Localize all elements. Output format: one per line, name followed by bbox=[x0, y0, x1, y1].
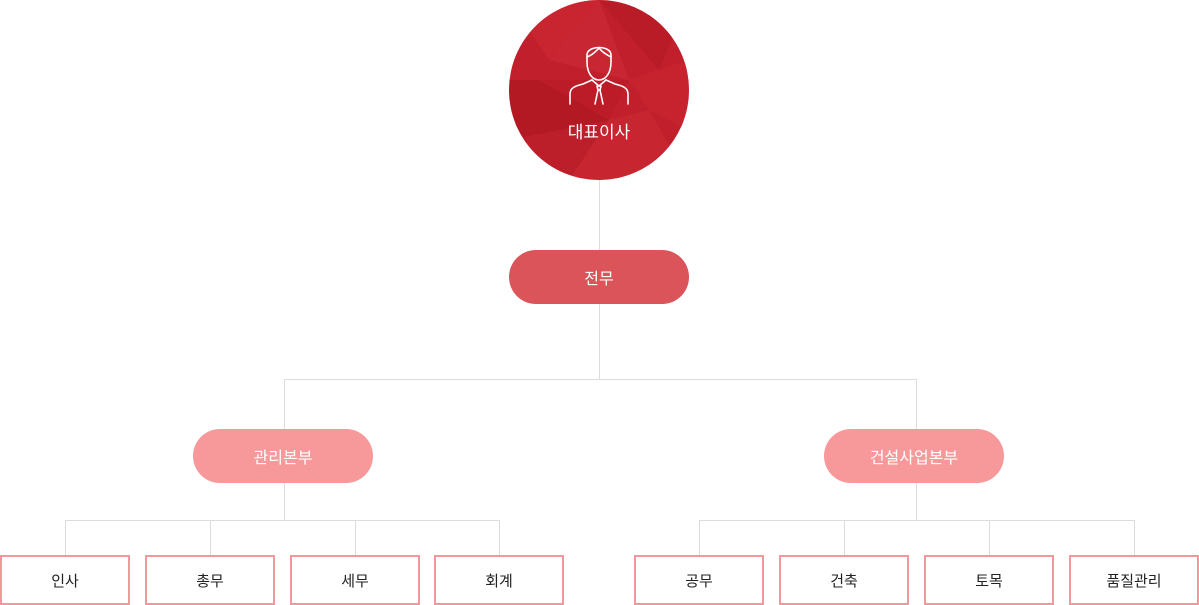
connector-team-accounting bbox=[499, 520, 500, 555]
connector-construction-teams-horizontal bbox=[699, 520, 1135, 521]
team-node: 세무 bbox=[290, 555, 420, 605]
connector-mgmt-division-down bbox=[284, 483, 285, 520]
connector-to-mgmt-division bbox=[284, 379, 285, 429]
team-node: 인사 bbox=[0, 555, 130, 605]
connector-team-tax bbox=[355, 520, 356, 555]
connector-mgmt-teams-horizontal bbox=[65, 520, 500, 521]
connector-divisions-horizontal bbox=[284, 379, 917, 380]
team-node: 건축 bbox=[779, 555, 909, 605]
team-node: 공무 bbox=[634, 555, 764, 605]
businessman-icon bbox=[569, 46, 629, 105]
connector-construction-division-down bbox=[916, 483, 917, 520]
executive-node: 전무 bbox=[509, 250, 689, 304]
connector-team-hr bbox=[65, 520, 66, 555]
connector-team-general-affairs bbox=[210, 520, 211, 555]
team-node: 토목 bbox=[924, 555, 1054, 605]
ceo-node: 대표이사 bbox=[509, 0, 689, 180]
connector-team-civil bbox=[989, 520, 990, 555]
connector-team-quality bbox=[1134, 520, 1135, 555]
connector-team-construction-admin bbox=[699, 520, 700, 555]
team-node: 회계 bbox=[434, 555, 564, 605]
team-node: 총무 bbox=[145, 555, 275, 605]
team-node: 품질관리 bbox=[1069, 555, 1199, 605]
connector-executive-down bbox=[599, 304, 600, 379]
ceo-background-pattern bbox=[509, 0, 689, 180]
management-division-node: 관리본부 bbox=[193, 429, 373, 483]
connector-to-construction-division bbox=[916, 379, 917, 429]
ceo-label: 대표이사 bbox=[567, 123, 631, 143]
construction-division-node: 건설사업본부 bbox=[824, 429, 1004, 483]
connector-ceo-executive bbox=[599, 180, 600, 250]
connector-team-architecture bbox=[844, 520, 845, 555]
